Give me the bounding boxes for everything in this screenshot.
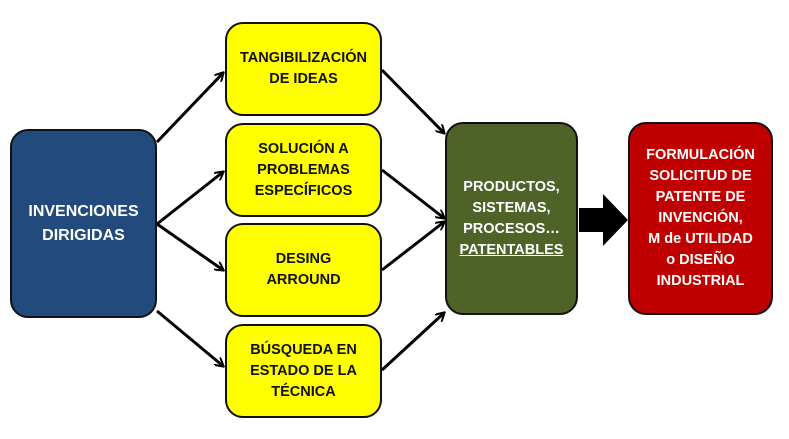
source-line: DIRIGIDAS	[42, 226, 125, 244]
arrow-path-2-to-result	[381, 168, 444, 218]
final-line: SOLICITUD DE	[649, 168, 752, 184]
path-line: SOLUCIÓN A	[258, 140, 349, 157]
path-line: ARROUND	[266, 272, 341, 288]
path-line: BÚSQUEDA EN	[250, 341, 357, 358]
source-box-invenciones-dirigidas: INVENCIONES DIRIGIDAS	[10, 129, 157, 318]
arrow-path-4-to-result	[380, 313, 444, 372]
path-line: DESING	[275, 251, 332, 267]
arrow-source-to-path-3	[156, 222, 223, 270]
path-line: ESTADO DE LA	[250, 362, 357, 379]
path-box-tangibilizacion: TANGIBILIZACIÓN DE IDEAS	[225, 22, 382, 116]
path-box-desing-arround: DESING ARROUND	[225, 223, 382, 317]
arrow-path-3-to-result	[381, 222, 444, 272]
result-box-patentables: PRODUCTOS, SISTEMAS, PROCESOS… PATENTABL…	[445, 122, 578, 315]
arrow-source-to-path-4	[156, 309, 223, 366]
result-line: SISTEMAS,	[472, 199, 551, 216]
arrow-path-1-to-result	[380, 68, 444, 133]
arrow-source-to-path-1	[155, 73, 223, 144]
path-line: PROBLEMAS	[257, 161, 350, 178]
arrow-source-to-path-2	[156, 172, 223, 226]
path-line: DE IDEAS	[269, 71, 338, 87]
result-underlined-line: PATENTABLES	[459, 241, 564, 258]
final-line: M de UTILIDAD	[648, 231, 753, 247]
block-arrow-result-to-final	[579, 194, 628, 246]
final-line: INVENCIÓN,	[658, 210, 743, 226]
source-line: INVENCIONES	[28, 202, 139, 220]
path-line: TÉCNICA	[271, 383, 336, 400]
result-line: PRODUCTOS,	[463, 178, 560, 195]
path-line: TANGIBILIZACIÓN	[240, 50, 367, 66]
result-line: PROCESOS…	[463, 220, 560, 237]
final-box-formulacion-solicitud: FORMULACIÓN SOLICITUD DE PATENTE DE INVE…	[628, 122, 773, 315]
path-box-busqueda-estado-tecnica: BÚSQUEDA EN ESTADO DE LA TÉCNICA	[225, 324, 382, 418]
final-line: INDUSTRIAL	[656, 273, 745, 289]
final-line: o DISEÑO	[666, 252, 735, 268]
path-box-solucion-problemas: SOLUCIÓN A PROBLEMAS ESPECÍFICOS	[225, 123, 382, 217]
path-line: ESPECÍFICOS	[254, 182, 353, 199]
final-line: FORMULACIÓN	[646, 147, 755, 163]
final-line: PATENTE DE	[655, 189, 746, 205]
